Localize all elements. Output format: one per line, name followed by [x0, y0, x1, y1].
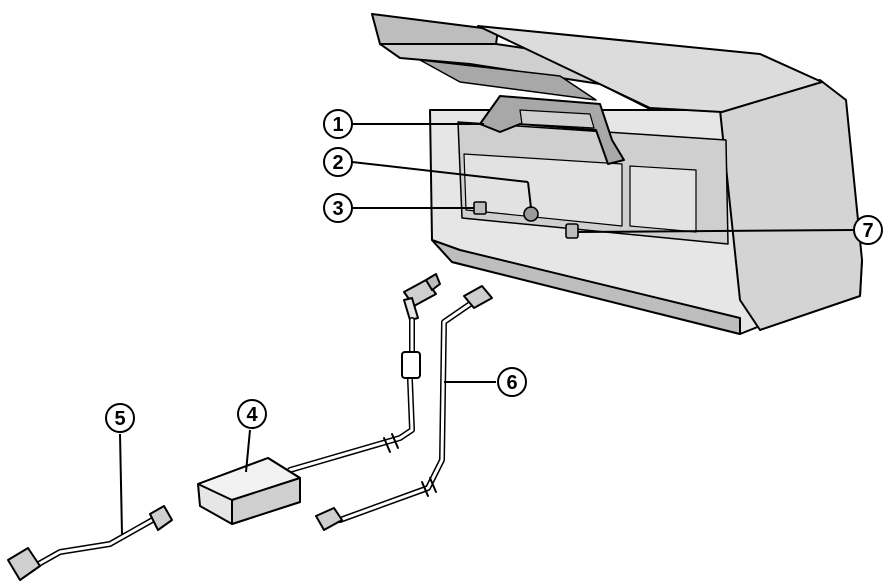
rear-panel-right-recess — [629, 165, 697, 233]
callout-labels: 1 2 3 4 5 6 7 — [114, 114, 873, 430]
cables — [7, 273, 493, 581]
dc-plug — [403, 273, 441, 321]
leader-line-5 — [119, 433, 123, 535]
leader-line-7 — [577, 229, 855, 233]
rear-panel-left-recess — [463, 153, 623, 227]
usb-plug-scanner-end — [463, 285, 493, 309]
callout-circle-7 — [853, 215, 883, 245]
scanner-side-panel — [719, 79, 863, 331]
scanner-unit — [371, 13, 863, 335]
callout-circle-4 — [237, 399, 267, 429]
ac-wall-plug — [7, 547, 41, 581]
document-guide — [479, 95, 625, 165]
callout-label-3: 3 — [332, 198, 343, 220]
callout-label-5: 5 — [114, 408, 125, 430]
callout-circle-2 — [323, 147, 353, 177]
callout-circle-3 — [323, 193, 353, 223]
callout-circle-5 — [105, 403, 135, 433]
usb-cable — [315, 285, 493, 531]
power-jack — [523, 206, 539, 222]
dc-cable — [287, 317, 421, 473]
callout-label-7: 7 — [862, 220, 873, 242]
ferrite-core — [401, 351, 421, 379]
callouts — [105, 109, 883, 535]
scanner-base — [431, 239, 741, 335]
tray-slot — [419, 59, 597, 101]
callout-label-1: 1 — [332, 114, 343, 136]
callout-label-2: 2 — [332, 152, 343, 174]
usb-plug-pc-end — [315, 507, 343, 531]
scanner-top-rim — [477, 25, 823, 113]
callout-label-6: 6 — [506, 372, 517, 394]
leader-line-2-drop — [527, 181, 532, 209]
ac-cord-connector — [149, 505, 173, 531]
ac-power-cord — [7, 505, 173, 581]
scanner-top-lid — [371, 13, 499, 45]
callout-label-4: 4 — [246, 404, 258, 426]
ac-adapter — [197, 457, 301, 525]
leader-line-4 — [245, 429, 251, 473]
cable-break-marks — [383, 433, 437, 497]
security-slot — [565, 223, 579, 239]
usb-port — [473, 201, 487, 215]
document-guide-center — [519, 109, 595, 129]
callout-circle-6 — [497, 367, 527, 397]
callout-circle-1 — [323, 109, 353, 139]
leader-line-2 — [351, 161, 529, 183]
